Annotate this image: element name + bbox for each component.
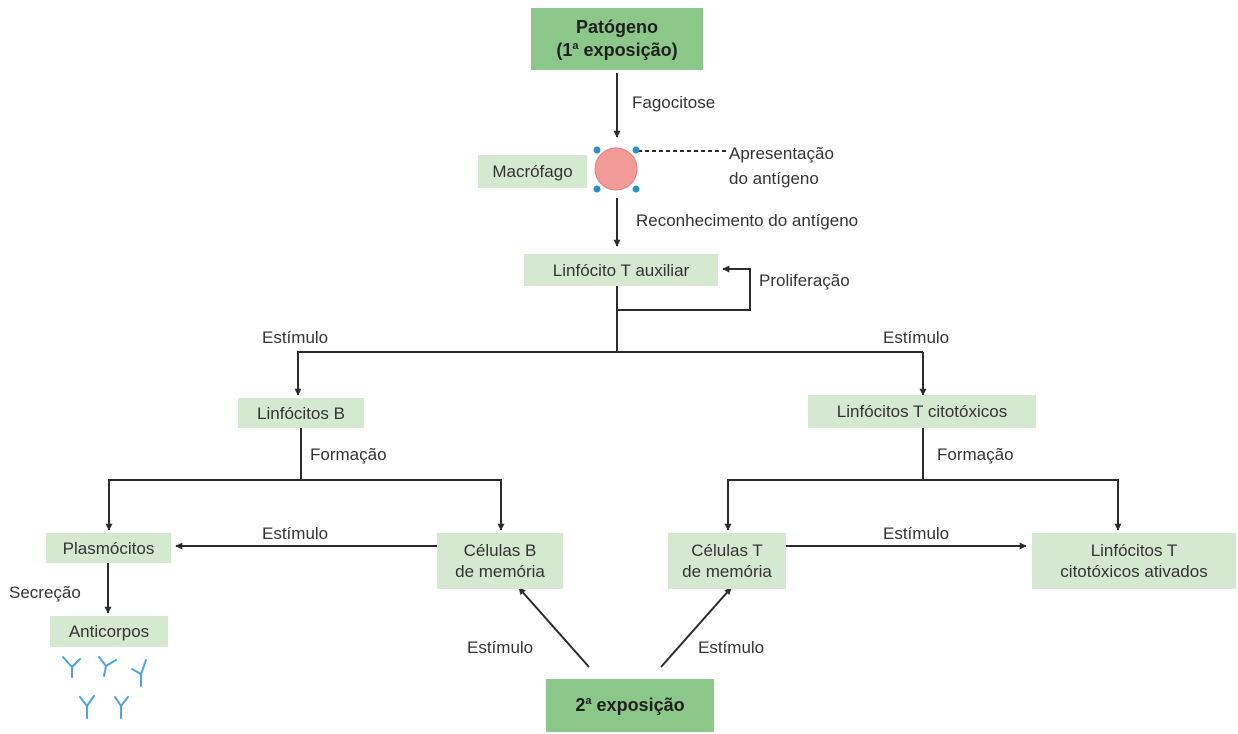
antibody-icon [79, 695, 95, 719]
arrow-proliferation-loop [616, 265, 751, 311]
label-stimulus-left: Estímulo [262, 328, 329, 347]
memory-t-box: Células T de memória [668, 533, 786, 589]
receptor-dot [632, 185, 640, 193]
label-stimulus-plasmocytes: Estímulo [262, 524, 329, 543]
label-formation-b: Formação [310, 445, 387, 464]
pathogen-box: Patógeno (1a exposição) [531, 8, 703, 70]
label-phagocytosis: Fagocitose [632, 93, 716, 112]
second-exposure-box: 2a exposição [546, 679, 714, 732]
macrophage-cell-icon [594, 147, 638, 191]
label-stimulus-activated: Estímulo [883, 524, 950, 543]
pathogen-subtitle: (1a exposição) [556, 40, 678, 60]
label-stimulus-memory-b: Estímulo [467, 638, 534, 657]
arrow-exposure-to-memory-b [518, 587, 590, 668]
plasmocytes-box: Plasmócitos [46, 533, 171, 563]
label-formation-t: Formação [937, 445, 1014, 464]
receptor-dot [632, 146, 640, 154]
antibodies-box: Anticorpos [50, 616, 168, 647]
receptor-dot [593, 185, 601, 193]
cytotoxic-t-box: Linfócitos T citotóxicos [808, 395, 1036, 428]
label-proliferation: Proliferação [759, 271, 850, 290]
b-lymphocytes-box: Linfócitos B [238, 398, 364, 428]
helper-t-box: Linfócito T auxiliar [524, 254, 718, 286]
antibody-icon [114, 696, 129, 719]
label-stimulus-right: Estímulo [883, 328, 950, 347]
antibody-icon [98, 656, 117, 677]
label-secretion: Secreção [9, 583, 81, 602]
macrophage-box: Macrófago [478, 155, 587, 188]
label-antigen-recognition: Reconhecimento do antígeno [636, 211, 859, 230]
receptor-dot [593, 146, 601, 154]
antibody-icon [131, 659, 147, 687]
antibody-icon [62, 656, 81, 678]
memory-b-box: Células B de memória [437, 533, 563, 589]
label-antigen-presentation: Apresentação do antígeno [729, 144, 834, 188]
label-stimulus-memory-t: Estímulo [698, 638, 765, 657]
arrow-exposure-to-memory-t [660, 587, 732, 668]
activated-cytotoxic-t-box: Linfócitos T citotóxicos ativados [1032, 533, 1236, 589]
pathogen-title: Patógeno [575, 17, 658, 37]
